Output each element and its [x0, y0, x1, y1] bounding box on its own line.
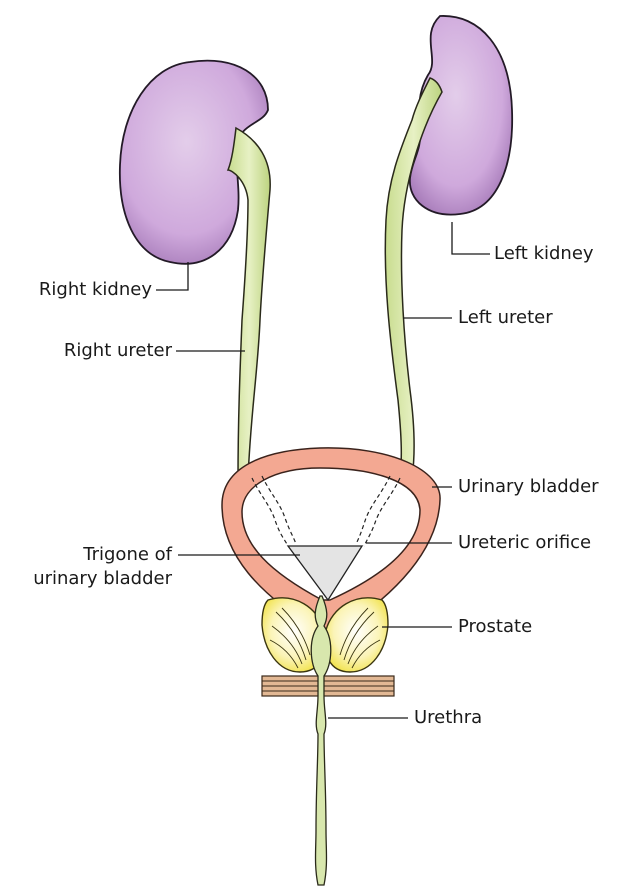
leader-left-kidney	[452, 222, 490, 254]
label-left-kidney: Left kidney	[494, 243, 594, 265]
label-prostate: Prostate	[458, 616, 532, 638]
label-urethra: Urethra	[414, 707, 482, 729]
label-trigone-line2: urinary bladder	[2, 568, 172, 590]
label-ureteric-orifice: Ureteric orifice	[458, 532, 591, 554]
label-urinary-bladder: Urinary bladder	[458, 476, 599, 498]
urethra	[311, 596, 331, 885]
urogenital-diaphragm	[262, 676, 394, 696]
label-right-kidney: Right kidney	[39, 279, 152, 301]
leader-right-kidney	[156, 262, 188, 290]
label-right-ureter: Right ureter	[64, 340, 172, 362]
intramural-ureters	[252, 476, 400, 546]
label-trigone-line1: Trigone of	[2, 544, 172, 566]
urinary-bladder	[222, 448, 440, 630]
label-left-ureter: Left ureter	[458, 307, 553, 329]
